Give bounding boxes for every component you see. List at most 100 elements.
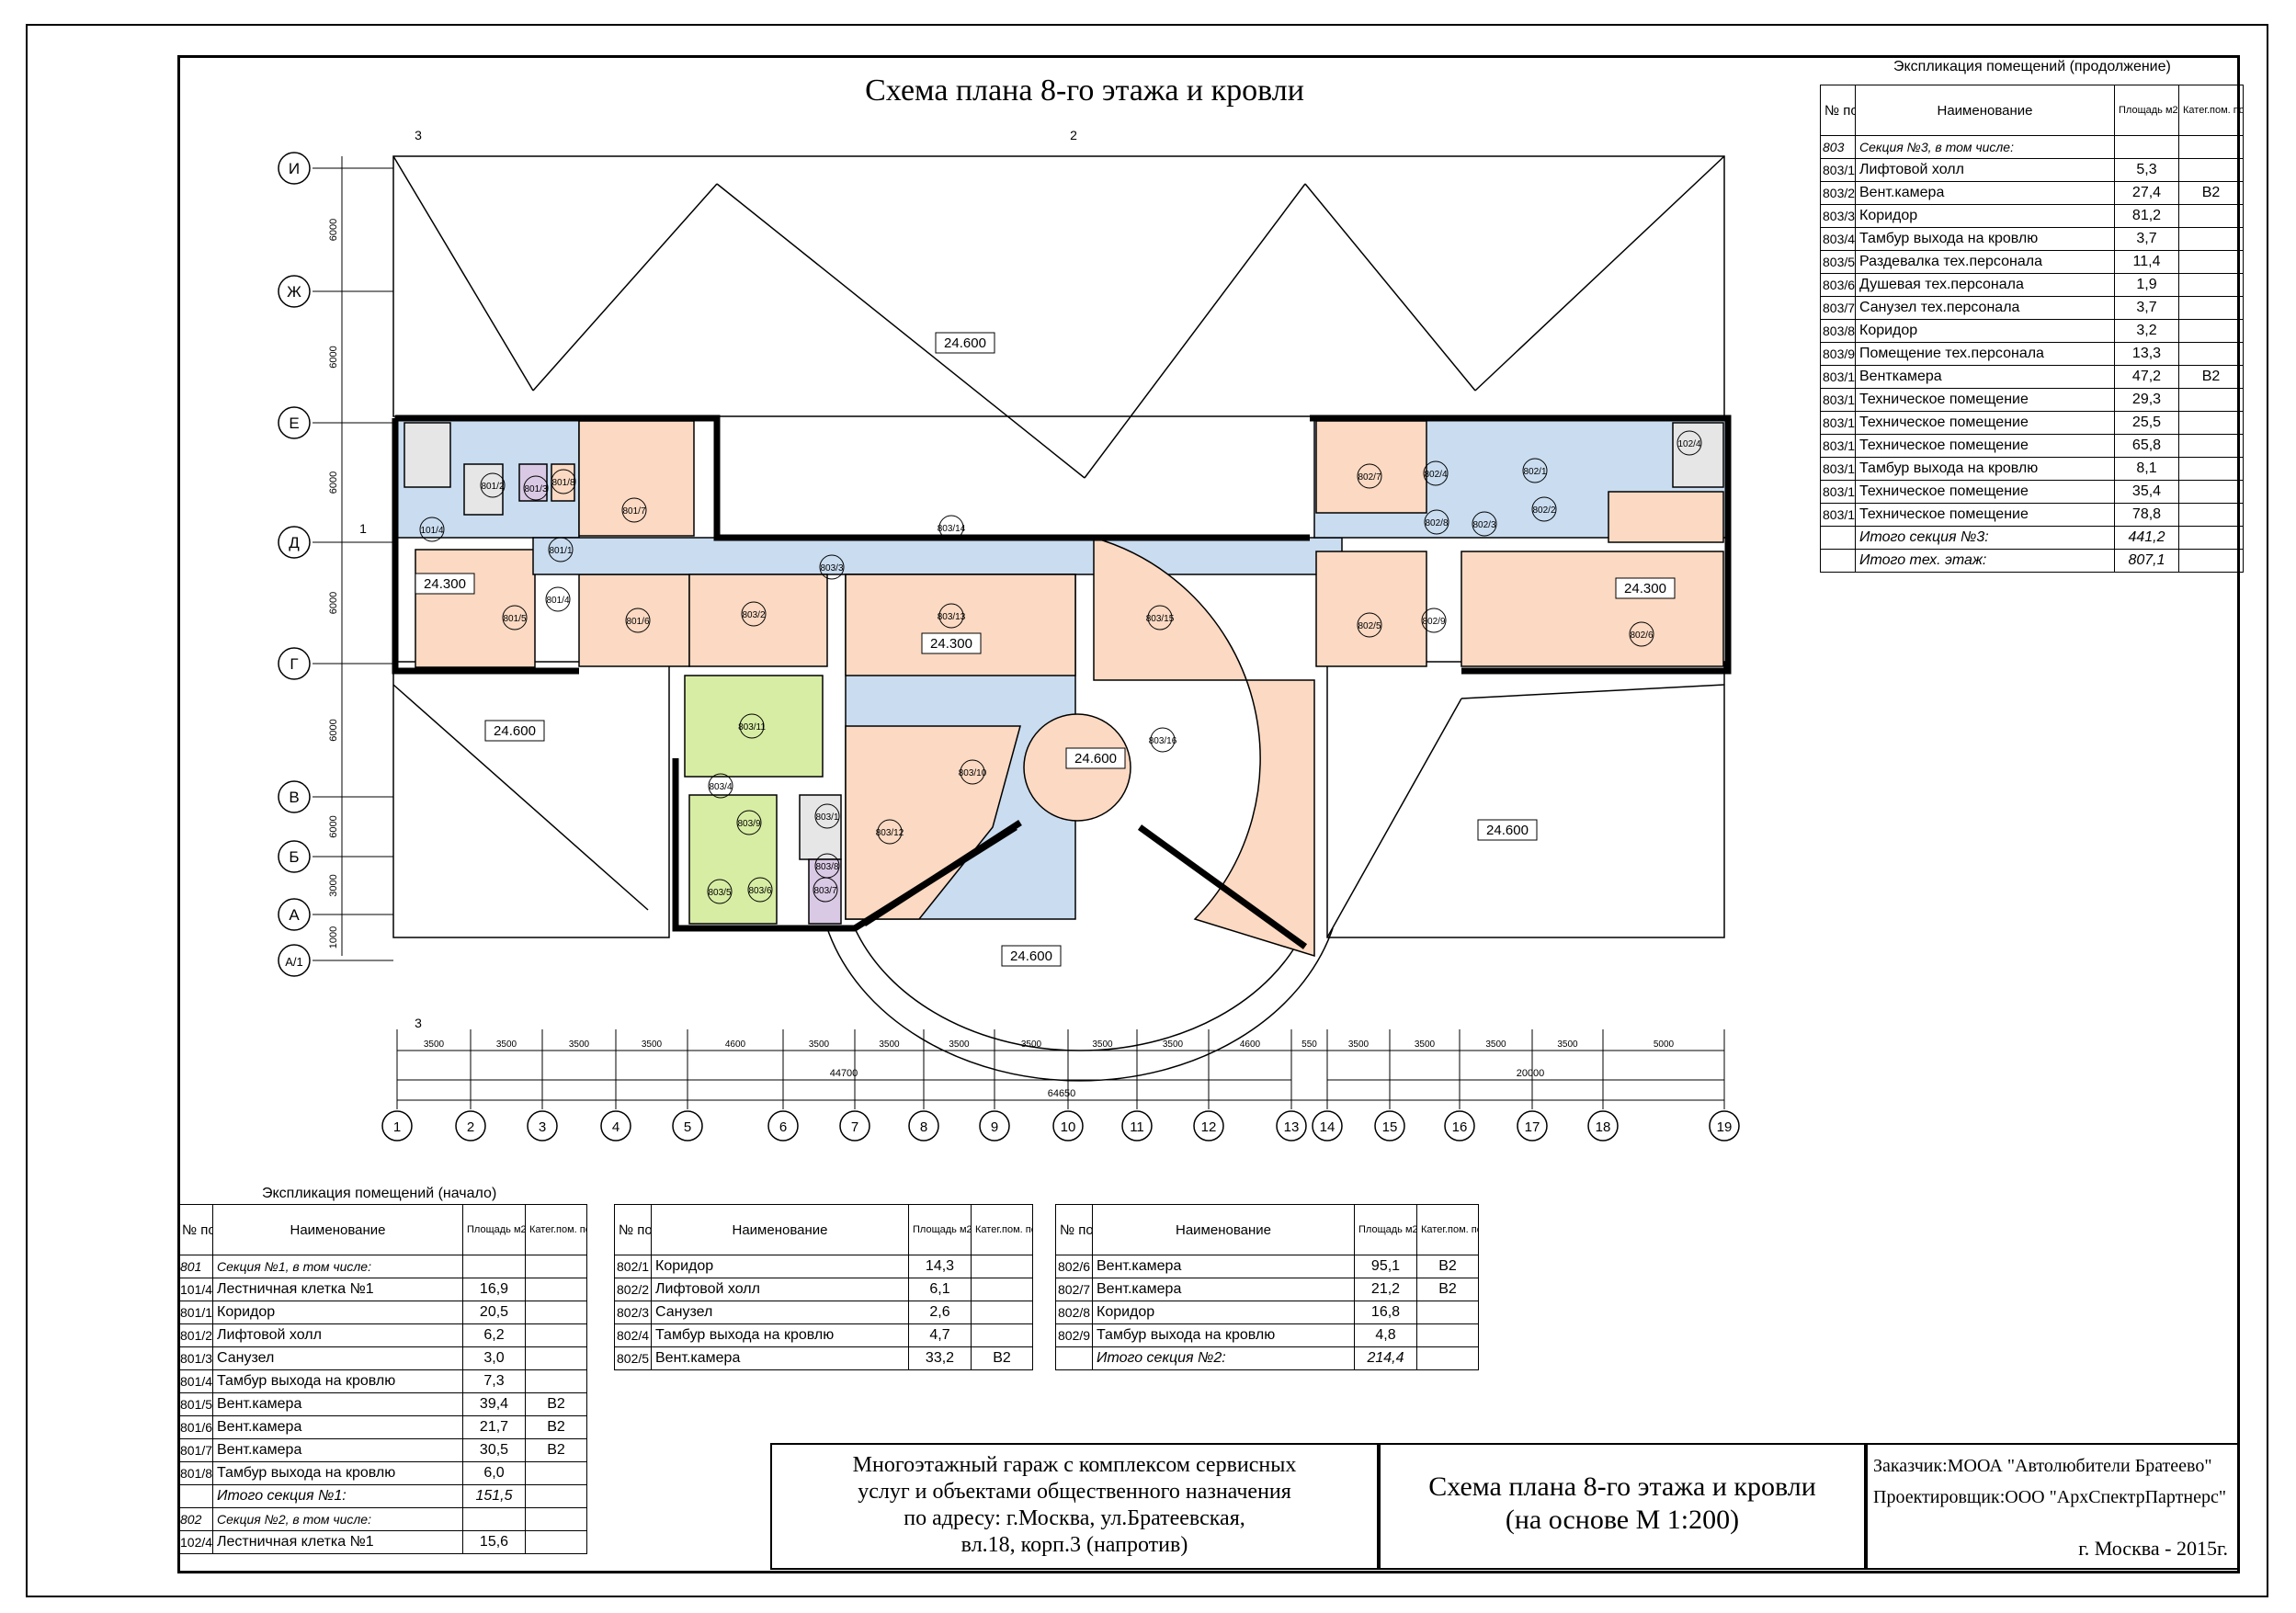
room-tag: 803/7 [813,886,836,896]
room-name: Секция №3, в том числе: [1855,135,2115,159]
room-area: 3,2 [2114,319,2179,343]
col-axis-bubble [1444,1110,1475,1142]
room-category [2178,457,2244,481]
table-row: 803/10Венткамера47,2В2 [1820,365,2244,389]
level-mark: 24.300 [424,576,466,592]
room-category [525,1530,587,1554]
row-axis-bubble [278,898,311,931]
room-category [525,1507,587,1531]
room-area: 25,5 [2114,411,2179,435]
room-category [1416,1301,1479,1324]
row-dimension: 6000 [328,219,339,241]
room-number: 801/4 [177,1369,213,1393]
col-dimension: 3500 [1557,1039,1578,1050]
room-tag-circle [1423,460,1449,486]
room-803-11 [684,675,824,778]
room-tag: 801/7 [622,506,645,517]
plan-title: Схема плана 8-го этажа и кровли [865,74,1304,108]
room-number: 803/2 [1820,181,1856,205]
col-dimension: 3500 [1348,1039,1370,1050]
room-tag-circle [545,586,571,612]
room-stair-102-4 [1672,422,1724,488]
col-no: № пом. [1820,85,1856,136]
col-category: Катег.пом. по НПБ 105-03 [2178,85,2244,136]
roof-main-outline [392,155,1725,417]
col-axis-label: 4 [612,1119,619,1135]
room-name: Санузел [212,1346,463,1370]
axis-grid: ИЖЕДГВБАА/160006000600060006000600030001… [278,128,1740,1142]
room-name: Лифтовой холл [1855,158,2115,182]
col-axis-label: 12 [1201,1119,1217,1135]
col-axis-bubble [1193,1110,1224,1142]
room-area: 1,9 [2114,273,2179,297]
room-number: 803/16 [1820,503,1856,527]
section-mark: 1 [359,521,367,536]
col-axis-bubble [1374,1110,1405,1142]
room-803-2 [688,574,828,667]
room-name: Душевая тех.персонала [1855,273,2115,297]
row-dimension: 6000 [328,346,339,368]
room-name: Вент.камера [1092,1278,1355,1301]
room-area: 47,2 [2114,365,2179,389]
row-dimension: 3000 [328,874,339,896]
section-mark: 3 [415,1016,422,1030]
room-number: 802/1 [614,1255,652,1278]
room-number: 802/9 [1055,1323,1093,1347]
room-tag-circle [1357,463,1382,489]
row-dimension: 6000 [328,815,339,837]
room-area: 8,1 [2114,457,2179,481]
room-tag: 803/8 [815,862,838,872]
section-mark: 2 [1070,128,1077,142]
col-axis-bubble [1276,1110,1307,1142]
row-axis-bubble [278,152,311,185]
col-dimension: 3500 [642,1039,663,1050]
room-category: В2 [971,1346,1033,1370]
room-area: 3,0 [462,1346,526,1370]
room-category [2178,158,2244,182]
overall-dimension: 44700 [830,1068,858,1079]
col-no: № пом. [614,1204,652,1255]
row-axis-bubble [278,780,311,813]
roof-arc [854,927,1306,1051]
level-mark-box [1065,747,1126,769]
room-area: 39,4 [462,1392,526,1416]
room-tag: 802/5 [1358,621,1381,631]
room-area: 78,8 [2114,503,2179,527]
room-tag: 803/11 [738,722,766,733]
room-tag-circle [621,497,647,523]
room-tag-circle [1150,727,1176,753]
room-category [2178,227,2244,251]
room-area [462,1255,526,1278]
room-tag-circle [480,472,506,498]
room-number: 102/4 [177,1530,213,1554]
room-category [525,1278,587,1301]
table-header: № пом. Наименование Площадь м2 Катег.пом… [614,1204,1033,1255]
room-number: 801/6 [177,1415,213,1439]
col-axis-bubble [527,1110,558,1142]
col-axis-bubble [1587,1110,1619,1142]
room-number: 801/2 [177,1323,213,1347]
col-dimension: 3500 [496,1039,517,1050]
col-name: Наименование [1092,1204,1355,1255]
roof-ridge-line [1474,155,1725,392]
room-number: 803/11 [1820,388,1856,412]
room-tag: 801/8 [551,478,574,488]
room-name: Коридор [1092,1301,1355,1324]
room-category [971,1301,1033,1324]
col-axis-bubble [455,1110,486,1142]
room-tag: 101/4 [420,526,443,536]
col-axis-bubble [672,1110,703,1142]
room-category [2178,411,2244,435]
table-start-caption: Экспликация помещений (начало) [262,1186,497,1201]
